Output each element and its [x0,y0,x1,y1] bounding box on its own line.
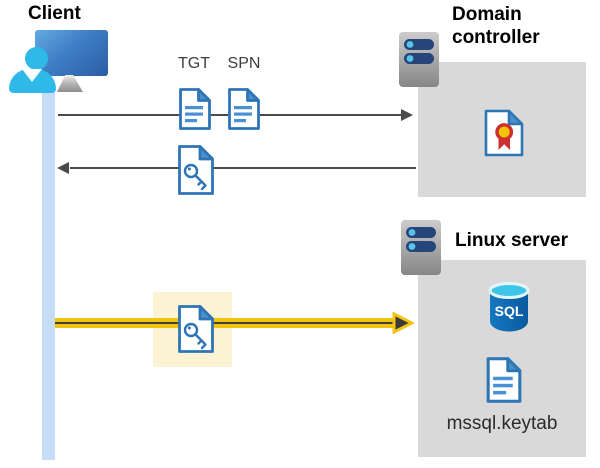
client-label: Client [28,3,81,24]
keytab-document-icon [486,357,522,403]
sql-database-icon: SQL [488,282,530,332]
spn-label: SPN [227,55,261,72]
tgt-label: TGT [178,55,210,72]
ticket-key-document-icon [178,145,214,195]
spn-document-icon [228,88,260,130]
person-icon [25,47,48,70]
tgt-request-arrowhead-icon [401,109,413,121]
sql-connection-arrow-line [55,318,394,328]
linux-server-title: Linux server [455,230,568,251]
client-monitor-icon [35,30,108,76]
client-lifeline [42,88,55,460]
tgt-document-icon [179,88,211,130]
sql-text: SQL [495,303,524,319]
client-monitor-stand-icon [57,75,83,92]
domain-controller-server-icon [399,32,439,87]
ticket-response-arrow-line [70,167,416,169]
service-ticket-key-document-icon [178,305,214,353]
ticket-response-arrowhead-icon [57,162,69,174]
domain-controller-title: Domain controller [452,4,540,48]
person-collar-icon [22,69,42,82]
sql-connection-arrowhead-icon [392,312,414,334]
certificate-icon [484,109,524,157]
linux-server-icon [401,220,441,275]
keytab-label: mssql.keytab [446,413,558,434]
